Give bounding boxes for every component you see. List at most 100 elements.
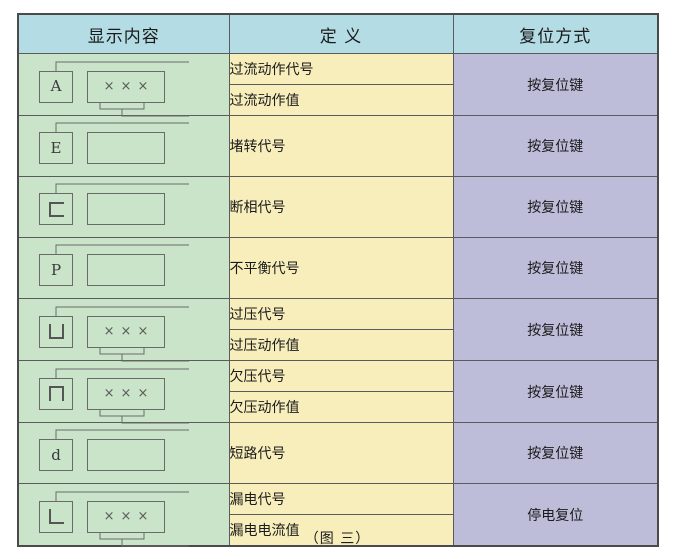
definition-cell: 漏电电流值 — [228, 514, 454, 547]
display-content-cell — [17, 176, 230, 238]
definition-cell: 过压代号 — [228, 298, 454, 330]
connector-line-bottom — [99, 347, 189, 361]
lcd-value-box: × × × — [87, 70, 165, 103]
lcd-code-box — [39, 500, 73, 533]
lcd-value-digit: × — [120, 79, 132, 94]
connector-line-bottom — [99, 409, 189, 423]
connector-lines — [55, 429, 189, 439]
lcd-code-glyph — [48, 509, 64, 524]
lcd-code-box: P — [39, 254, 73, 286]
table-row: 漏电电流值 — [18, 514, 658, 547]
lcd-value-digit: × — [120, 324, 132, 339]
connector-line-top — [55, 122, 189, 132]
table-row: 断相代号按复位键 — [17, 176, 659, 238]
lcd-code-box — [39, 193, 73, 225]
table-row: 过流动作值 — [18, 84, 658, 116]
lcd-value-digit: × — [137, 509, 149, 524]
lcd-value-digit: × — [103, 324, 115, 339]
lcd-code-box — [39, 315, 73, 348]
definition-cell: 堵转代号 — [228, 115, 454, 177]
connector-lines — [55, 491, 189, 546]
header-row: 显示内容 定 义 复位方式 — [17, 13, 659, 54]
definition-cell: 欠压动作值 — [228, 391, 454, 423]
connector-lines — [55, 61, 189, 116]
definition-cell: 过压动作值 — [228, 329, 454, 361]
table-header: 显示内容 定 义 复位方式 — [17, 13, 659, 54]
table-row: 欠压动作值 — [18, 391, 658, 423]
lcd-value-box — [87, 193, 165, 225]
header-display-content: 显示内容 — [17, 13, 230, 54]
lcd-display-diagram — [39, 180, 225, 234]
connector-lines — [55, 306, 189, 361]
lcd-value-digit: × — [103, 79, 115, 94]
display-content-cell: × × × — [17, 298, 230, 361]
connector-lines — [55, 368, 189, 423]
definition-cell: 漏电代号 — [228, 483, 454, 515]
lcd-code-glyph: A — [50, 77, 62, 95]
reset-method-cell: 按复位键 — [452, 176, 659, 238]
connector-lines — [55, 183, 189, 193]
lcd-value-box — [87, 439, 165, 471]
definition-cell: 过流动作值 — [228, 84, 454, 116]
lcd-value-box: × × × — [87, 315, 165, 348]
lcd-code-glyph — [48, 324, 64, 339]
display-content-cell: × × × — [17, 360, 230, 423]
lcd-value-box: × × × — [87, 377, 165, 410]
lcd-code-glyph — [48, 386, 64, 401]
table-row: × × × 过压代号按复位键 — [17, 298, 659, 361]
table-row: A × × × 过流动作代号按复位键 — [17, 53, 659, 116]
lcd-display-diagram: E — [39, 119, 225, 173]
table-row: × × × 欠压代号按复位键 — [17, 360, 659, 423]
reset-method-cell: 按复位键 — [452, 298, 659, 361]
reset-method-cell: 停电复位 — [452, 483, 659, 547]
table-row: E 堵转代号按复位键 — [17, 115, 659, 177]
connector-line-top — [55, 429, 189, 439]
connector-line-bottom — [99, 532, 189, 546]
reset-method-cell: 按复位键 — [452, 53, 659, 116]
connector-line-bottom — [99, 102, 189, 116]
lcd-display-diagram: × × × — [39, 303, 225, 361]
definition-cell: 过流动作代号 — [228, 53, 454, 85]
reset-method-cell: 按复位键 — [452, 422, 659, 484]
lcd-value-digit: × — [120, 509, 132, 524]
connector-line-top — [55, 491, 189, 501]
lcd-value-digit: × — [103, 509, 115, 524]
lcd-value-box — [87, 132, 165, 164]
lcd-code-glyph: d — [51, 445, 61, 464]
lcd-value-digit: × — [103, 386, 115, 401]
lcd-value-digit: × — [137, 79, 149, 94]
lcd-display-diagram: d — [39, 426, 225, 480]
reset-method-cell: 按复位键 — [452, 115, 659, 177]
table-row: × × × 漏电代号停电复位 — [17, 483, 659, 547]
lcd-code-glyph: P — [50, 260, 62, 279]
lcd-display-diagram: A × × × — [39, 58, 225, 116]
lcd-value-box — [87, 254, 165, 286]
lcd-value-digit: × — [137, 386, 149, 401]
connector-line-top — [55, 183, 189, 193]
definition-cell: 欠压代号 — [228, 360, 454, 392]
connector-lines — [55, 122, 189, 132]
figure-caption: （图 三） — [304, 531, 371, 547]
lcd-value-digit: × — [137, 324, 149, 339]
definition-cell: 不平衡代号 — [228, 237, 454, 299]
connector-line-top — [55, 306, 189, 316]
display-content-cell: d — [17, 422, 230, 484]
display-content-cell: P — [17, 237, 230, 299]
lcd-code-box: E — [39, 132, 73, 164]
lcd-code-box: d — [39, 439, 73, 471]
lcd-code-glyph: E — [50, 138, 62, 157]
header-definition: 定 义 — [228, 13, 454, 54]
reset-method-cell: 按复位键 — [452, 360, 659, 423]
lcd-code-box — [39, 377, 73, 410]
display-content-cell: A × × × — [17, 53, 230, 116]
lcd-value-digit: × — [120, 386, 132, 401]
lcd-display-diagram: × × × — [39, 488, 225, 546]
connector-line-top — [55, 368, 189, 378]
lcd-value-box: × × × — [87, 500, 165, 533]
header-reset-method: 复位方式 — [452, 13, 659, 54]
lcd-code-glyph — [48, 201, 64, 217]
